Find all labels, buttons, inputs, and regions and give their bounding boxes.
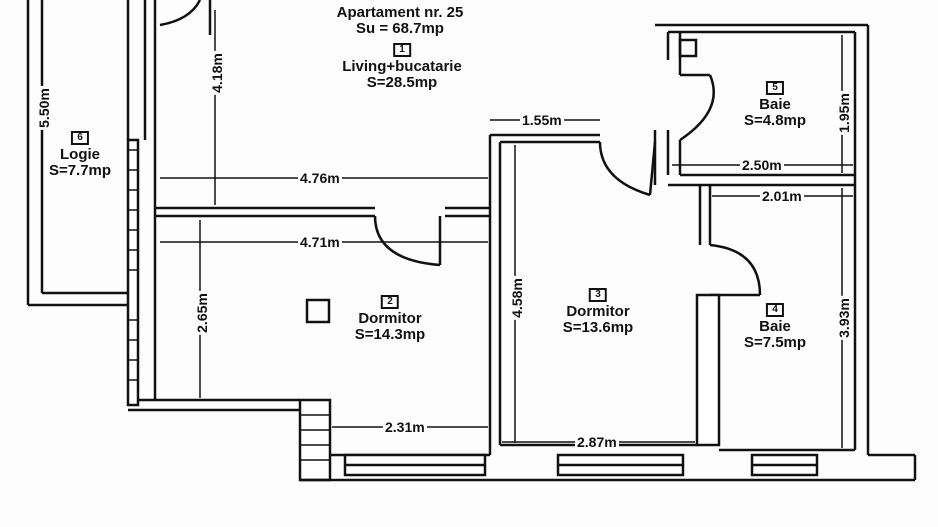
- dim-3-93: 3.93m: [835, 296, 852, 340]
- dim-4-76: 4.76m: [298, 170, 342, 186]
- dim-2-65: 2.65m: [193, 291, 210, 335]
- dim-4-18: 4.18m: [208, 51, 225, 95]
- dim-2-50: 2.50m: [740, 157, 784, 173]
- dim-5-50: 5.50m: [35, 86, 52, 130]
- dim-2-31: 2.31m: [383, 419, 427, 435]
- dim-2-01: 2.01m: [760, 188, 804, 204]
- dim-4-58: 4.58m: [508, 276, 525, 320]
- dim-1-55: 1.55m: [520, 112, 564, 128]
- dim-4-71: 4.71m: [298, 234, 342, 250]
- total-area: Su = 68.7mp: [356, 20, 444, 37]
- dim-2-87: 2.87m: [575, 434, 619, 450]
- dim-1-95: 1.95m: [835, 91, 852, 135]
